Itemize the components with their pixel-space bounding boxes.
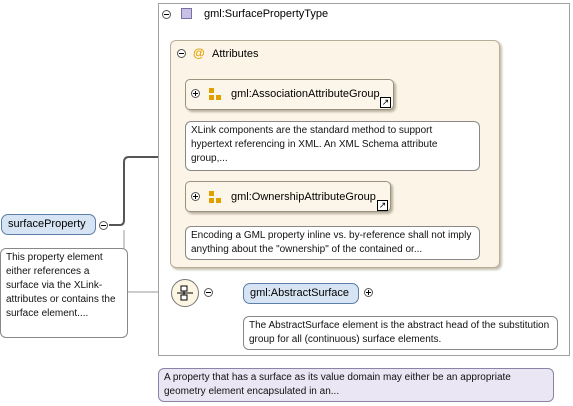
root-element-node[interactable]: surfaceProperty [1,214,96,235]
attribute-at-icon: @ [193,46,205,60]
attribute-group-icon [209,88,221,100]
reference-link-icon[interactable]: ↗ [377,200,388,211]
abstract-surface-documentation: The AbstractSurface element is the abstr… [243,316,558,350]
collapse-icon[interactable] [99,221,108,230]
ownership-attribute-group-box[interactable] [185,181,391,212]
group-documentation: XLink components are the standard method… [185,121,480,171]
type-icon [181,8,192,19]
group-documentation: Encoding a GML property inline vs. by-re… [185,226,480,260]
group-label: gml:AssociationAttributeGroup [231,88,380,100]
sequence-glyph [177,285,193,301]
collapse-icon[interactable] [204,288,213,297]
group-label: gml:OwnershipAttributeGroup [231,191,376,203]
expand-icon[interactable] [191,192,200,201]
expand-icon[interactable] [364,288,373,297]
abstract-surface-node[interactable]: gml:AbstractSurface [243,283,359,304]
sequence-compositor-icon[interactable] [171,279,199,307]
attributes-label: Attributes [212,48,259,60]
attribute-group-icon [209,191,221,203]
reference-link-icon[interactable]: ↗ [380,97,391,108]
expand-icon[interactable] [191,89,200,98]
type-documentation: A property that has a surface as its val… [158,368,554,402]
collapse-icon[interactable] [177,49,186,58]
root-element-documentation: This property element either references … [0,248,128,338]
type-label: gml:SurfacePropertyType [204,8,329,20]
association-attribute-group-box[interactable] [185,79,394,110]
connector-to-type [109,156,170,226]
collapse-icon[interactable] [162,10,171,19]
